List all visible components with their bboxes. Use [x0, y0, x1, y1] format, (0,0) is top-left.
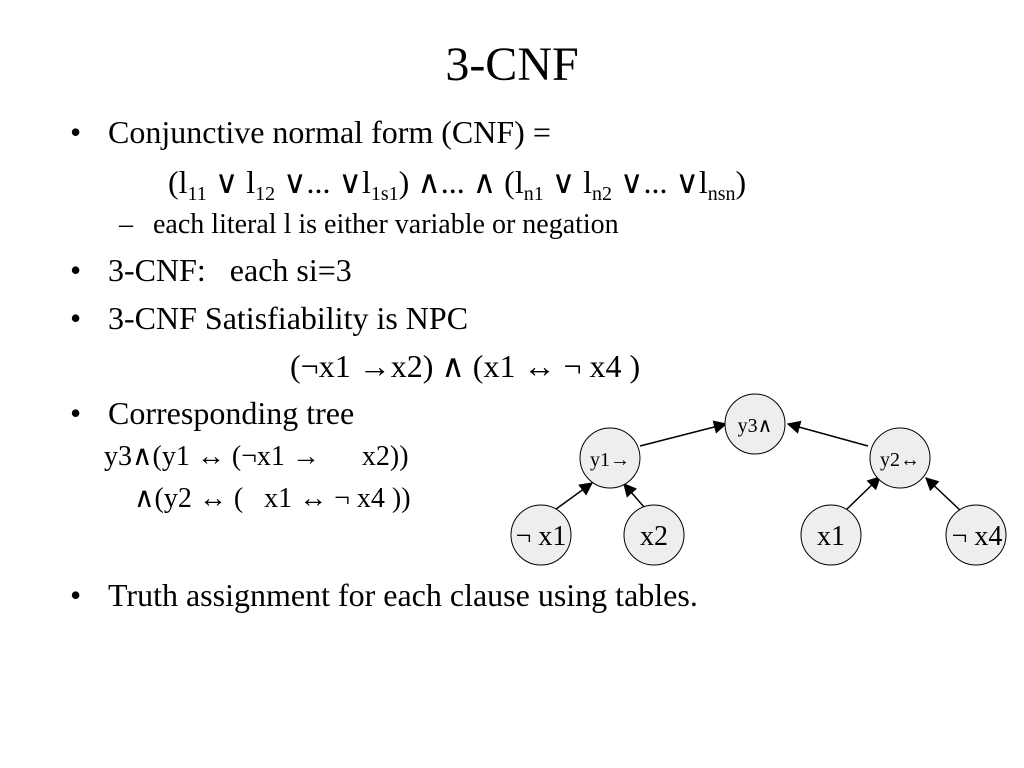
formula-part: ): [735, 164, 747, 200]
node-label: ¬ x4: [952, 521, 1003, 552]
tree-node-left: y1→: [579, 427, 641, 489]
bullet-dot: •: [70, 577, 82, 613]
formula-subscript: n1: [523, 183, 544, 205]
tree-expression-line-1: y3∧(y1 ↔ (¬x1 → x2)): [104, 441, 409, 472]
cnf-formula: (l11 ∨ l12 ∨... ∨l1s1) ∧... ∧ (ln1 ∨ ln2…: [168, 162, 747, 205]
sub-bullet-dash: –: [119, 209, 133, 240]
bullet-text: 3-CNF: each si=3: [108, 252, 352, 288]
edge-y1-to-y3: [639, 420, 728, 447]
example-formula: (¬x1 →x2) ∧ (x1 ↔ ¬ x4 ): [290, 348, 641, 384]
sub-bullet-text: each literal l is either variable or neg…: [153, 209, 619, 240]
formula-subscript: n2: [592, 183, 613, 205]
bullet-text: Conjunctive normal form (CNF) =: [108, 114, 551, 150]
bullet-text: Truth assignment for each clause using t…: [108, 577, 698, 613]
bullet-text: Corresponding tree: [108, 395, 355, 431]
tree-node-right: y2↔: [869, 427, 931, 489]
bullet-dot: •: [70, 395, 82, 431]
formula-subscript: 11: [187, 183, 207, 205]
edge-x1-to-y2: [845, 476, 881, 511]
slide-title: 3-CNF: [445, 38, 579, 91]
formula-part: ) ∧... ∧ (l: [398, 164, 524, 200]
node-label: ¬ x1: [516, 521, 567, 552]
node-label: y3∧: [738, 415, 773, 437]
tree-node-root: y3∧: [724, 393, 786, 455]
formula-part: ∨... ∨l: [612, 164, 708, 200]
formula-part: (l: [168, 164, 188, 200]
node-label: x1: [817, 521, 845, 552]
formula-part: ∨ l: [206, 164, 256, 200]
tree-expression-line-2: ∧(y2 ↔ ( x1 ↔ ¬ x4 )): [134, 483, 411, 514]
bullet-dot: •: [70, 252, 82, 288]
bullet-dot: •: [70, 114, 82, 150]
bullet-text: 3-CNF Satisfiability is NPC: [108, 300, 469, 336]
edge-y2-to-y3: [786, 420, 869, 447]
formula-subscript: 12: [255, 183, 276, 205]
edge-x1neg-to-y1: [551, 482, 594, 513]
tree-leaf-x1: x1: [800, 504, 862, 566]
node-label: y2↔: [880, 449, 920, 471]
edge-x2-to-y1: [623, 482, 645, 508]
formula-part: ∨... ∨l: [275, 164, 371, 200]
formula-subscript: nsn: [707, 183, 736, 205]
tree-leaf-neg-x1: ¬ x1: [510, 504, 572, 566]
tree-leaf-neg-x4: ¬ x4: [945, 504, 1007, 566]
node-label: y1→: [590, 449, 630, 471]
node-label: x2: [640, 521, 668, 552]
tree-leaf-x2: x2: [623, 504, 685, 566]
edge-x4neg-to-y2: [925, 477, 963, 513]
bullet-dot: •: [70, 300, 82, 336]
formula-part: ∨ l: [543, 164, 593, 200]
formula-subscript: 1s1: [370, 183, 399, 205]
